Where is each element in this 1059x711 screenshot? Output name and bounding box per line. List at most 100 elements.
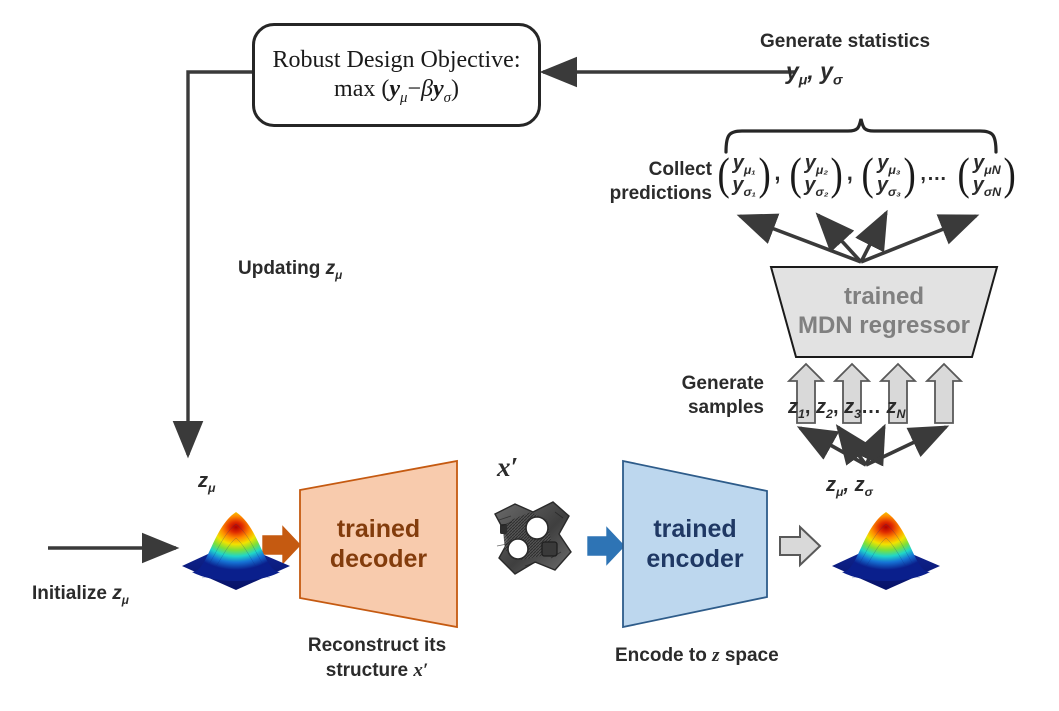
reconstruct-xprime: x′ (413, 659, 429, 681)
encoder-line1: trained (653, 515, 737, 543)
z2-sep: , (832, 396, 839, 418)
initialize-z: z (112, 583, 122, 604)
updating-z: z (325, 258, 336, 279)
vec2-bot-sub: σ₂ (815, 185, 829, 200)
objective-beta: β (421, 76, 433, 102)
arrows-mdn-to-predictions (736, 209, 980, 264)
zN-sub: N (896, 407, 906, 421)
decoder-line1: trained (336, 515, 421, 543)
z1-sub: 1 (798, 407, 805, 421)
zmu-label-left: zμ (198, 470, 215, 494)
objective-y-mu: y (389, 76, 400, 102)
prediction-vectors-row: ( yμ₁ yσ₁ ) , ( yμ₂ yσ₂ ) , ( yμ₃ yσ₃ ) … (716, 148, 1017, 200)
gaussian-surface-zmu (182, 512, 290, 590)
prediction-vector-3: ( yμ₃ yσ₃ ) (862, 148, 916, 200)
zstat-comma: , (843, 474, 850, 496)
arrows-zstats-to-samples (796, 423, 950, 467)
z3-sub: 3 (854, 407, 861, 421)
z-samples-row: z1, z2, z3… zN (788, 396, 905, 420)
decoder-line2: decoder (329, 545, 428, 573)
vec1-separator: , (774, 159, 781, 185)
generate-samples-label: Generate samples (654, 372, 764, 420)
stat-mu-sub: μ (798, 72, 808, 89)
trained-encoder-block[interactable]: trained encoder (620, 458, 770, 630)
objective-minus: − (407, 76, 422, 102)
stat-y-mu: y (786, 58, 799, 84)
objective-max-prefix: max ( (334, 76, 390, 102)
initialize-zmu-label: Initialize zμ (32, 583, 129, 606)
vec1-bot-sym: y (732, 174, 744, 197)
encode-suffix: space (724, 645, 779, 666)
mdn-label: trained MDN regressor (768, 264, 1000, 360)
vecN-bot-sub: σN (983, 185, 1002, 200)
z2-sym: z (816, 396, 827, 418)
vec3-bot-sub: σ₃ (887, 185, 901, 200)
gaussian-surface-encoded (832, 512, 940, 590)
arrow-zmu-to-decoder (262, 525, 301, 565)
robust-design-objective-box[interactable]: Robust Design Objective: max (yμ−βyσ) (252, 23, 541, 127)
vecN-top-sub: μN (984, 163, 1001, 177)
z1-sym: z (788, 396, 798, 418)
z3-sep: … (860, 396, 881, 418)
z1-sep: , (804, 396, 811, 418)
stat-comma: , (807, 58, 814, 84)
generate-samples-line1: Generate (681, 373, 764, 394)
stat-sigma-sub: σ (832, 72, 843, 89)
vec2-top-sub: μ₂ (815, 163, 829, 177)
mdn-line1: trained (843, 283, 924, 311)
zmu-left-sub: μ (208, 481, 216, 495)
vec1-top-sym: y (732, 152, 744, 174)
prediction-vector-2: ( yμ₂ yσ₂ ) (789, 148, 844, 200)
curly-brace-predictions (724, 118, 998, 154)
objective-mu-sub: μ (400, 89, 408, 106)
reconstruct-line2: structure x′ (287, 659, 467, 684)
encode-caption: Encode to z space (615, 645, 779, 667)
vecN-top-sym: y (973, 152, 985, 174)
vec2-separator: , (846, 159, 853, 185)
reconstruct-structure-word: structure (325, 659, 409, 681)
updating-text: Updating (238, 258, 321, 279)
updating-mu: μ (335, 268, 343, 282)
prediction-vector-1: ( yμ₁ yσ₁ ) (717, 148, 771, 200)
zstat-sigma-sub: σ (864, 485, 873, 499)
arrow-encoder-to-gaussian (779, 524, 822, 568)
objective-close-paren: ) (450, 76, 459, 102)
zmu-left-z: z (198, 470, 208, 492)
trained-mdn-regressor-block[interactable]: trained MDN regressor (768, 264, 1000, 360)
trained-decoder-block[interactable]: trained decoder (297, 458, 460, 630)
arrow-xprime-to-encoder (587, 526, 625, 566)
encode-prefix: Encode to (615, 645, 707, 666)
vec1-bot-sub: σ₁ (743, 185, 757, 200)
vec3-separator: ,… (920, 162, 948, 185)
lattice-structure-image (494, 501, 572, 575)
x-prime-label: x′ (497, 452, 519, 482)
encoder-line2: encoder (646, 545, 744, 573)
z2-sub: 2 (826, 407, 833, 421)
vecN-bot-sym: y (972, 174, 984, 197)
zstat-z-sigma: z (854, 474, 865, 496)
zstat-z-mu: z (826, 474, 836, 496)
zstat-mu-sub: μ (836, 485, 844, 499)
vec2-bot-sym: y (804, 174, 816, 197)
decoder-label: trained decoder (297, 458, 460, 630)
z-statistics-label: zμ, zσ (826, 474, 873, 498)
reconstruct-caption: Reconstruct its structure x′ (287, 634, 467, 683)
z3-sym: z (844, 396, 855, 418)
initialize-text: Initialize (32, 583, 107, 604)
mdn-line2: MDN regressor (797, 312, 971, 339)
vec1-top-sub: μ₁ (743, 163, 756, 177)
collect-predictions-label: Collect predictions (604, 158, 712, 206)
collect-line1: Collect (648, 159, 712, 180)
vec3-bot-sym: y (876, 174, 888, 197)
statistics-symbols: yμ, yσ (786, 58, 842, 88)
updating-zmu-label: Updating zμ (238, 258, 343, 282)
stat-y-sigma: y (820, 58, 833, 84)
generate-samples-line2: samples (687, 396, 764, 418)
prediction-vector-n: ( yμN yσN ) (957, 148, 1016, 200)
objective-line2: max (yμ−βyσ) (334, 76, 459, 106)
generate-statistics-label: Generate statistics (760, 31, 931, 52)
objective-sigma-sub: σ (443, 89, 451, 106)
vec3-top-sub: μ₃ (888, 163, 901, 177)
reconstruct-line1: Reconstruct its (307, 635, 447, 656)
